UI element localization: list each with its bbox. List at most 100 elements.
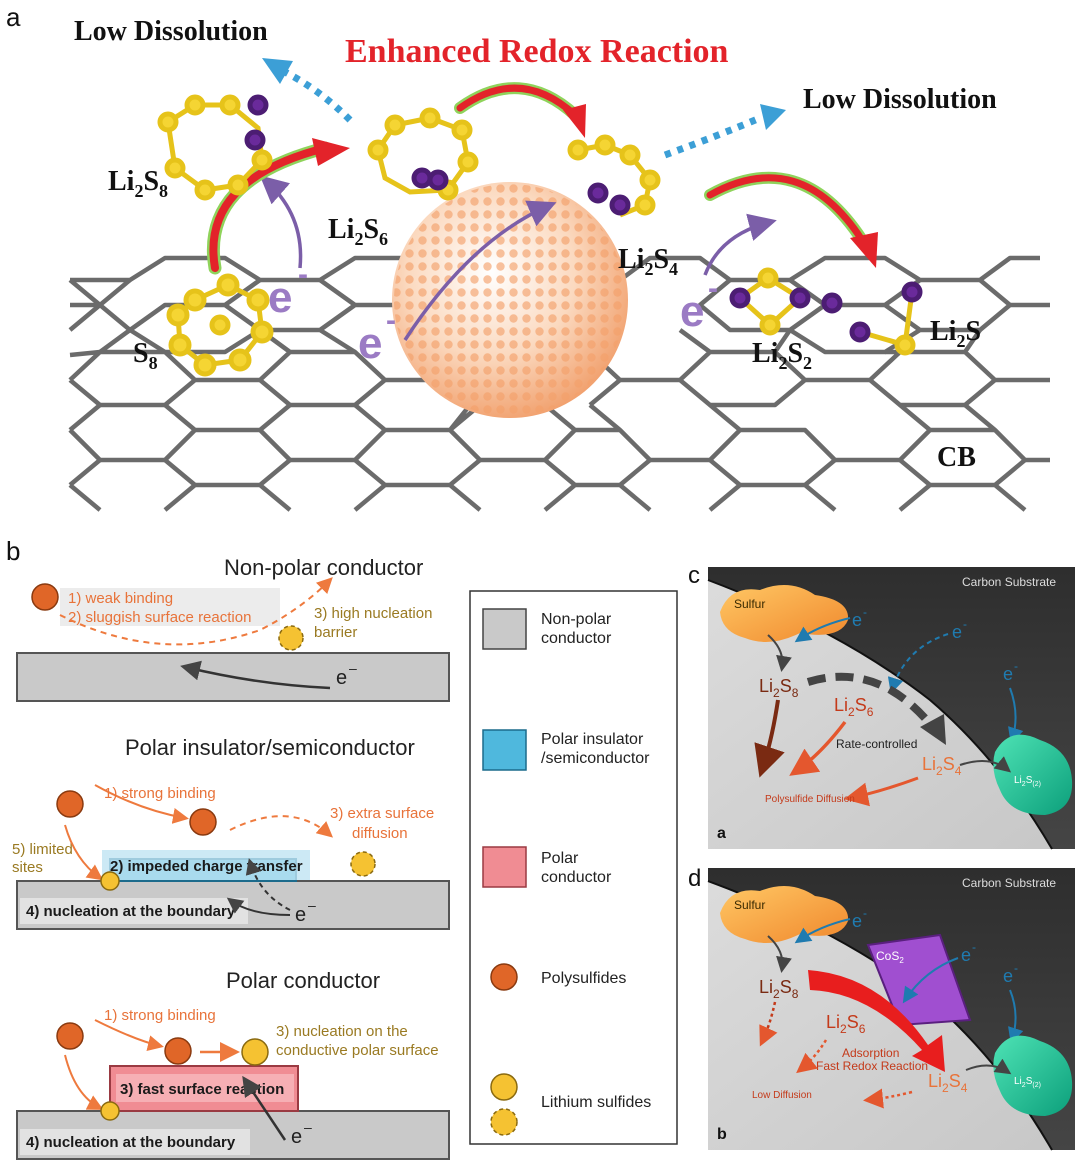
pi-nucleation-box (20, 898, 248, 924)
c-e3-sup: - (1014, 659, 1018, 673)
np-e: e (336, 667, 347, 689)
electron-label-2: e (358, 319, 382, 368)
pc-fast-box (116, 1074, 294, 1102)
li2s6-molecule (367, 107, 479, 201)
legend-swatch-polar-cond (482, 846, 527, 888)
pc-lis-top (241, 1038, 269, 1066)
c-rate-arrowhead (920, 714, 946, 745)
d-diff-arrow-1 (759, 1001, 778, 1047)
legend-polar-cond-a: Polar (541, 850, 579, 867)
label-li2s6: Li2S6 (328, 214, 388, 249)
pi-electron-arrow-2 (226, 897, 291, 916)
li2s4-molecule (567, 134, 661, 218)
panel-b: b Non-polar conductor 1) weak binding 2)… (6, 536, 678, 1160)
panel-b-letter: b (6, 536, 20, 566)
np-title: Non-polar conductor (224, 555, 423, 580)
np-highlight (60, 588, 280, 626)
li2s8-molecule (157, 94, 273, 201)
electron-arrows (259, 175, 777, 341)
panel-c-carbon (708, 567, 1075, 849)
d-big-red-arrow (808, 970, 945, 1072)
panel-d: d Carbon Substrate Sulfur e - CoS2 e - e… (688, 865, 1075, 1151)
d-e3-sup: - (1014, 961, 1018, 975)
c-sulfur-blob (720, 585, 849, 642)
low-dissolution-right: Low Dissolution (803, 84, 997, 115)
legend-lithium-sulfides: Lithium sulfides (541, 1094, 651, 1111)
label-li2s4: Li2S4 (618, 244, 678, 279)
d-e2-arrow (902, 957, 959, 1004)
legend-polar-ins-b: /semiconductor (541, 750, 650, 767)
electron-label-2-sup: - (386, 304, 396, 337)
legend-lis-dot-dashed (490, 1108, 518, 1136)
dissolution-arrows (262, 58, 786, 159)
d-low-diffusion: Low Diffusion (752, 1090, 812, 1101)
low-dissolution-left: Low Dissolution (74, 16, 268, 47)
np-polysulfide (31, 583, 59, 611)
d-cos2 (866, 933, 972, 1027)
d-substrate: Carbon Substrate (962, 876, 1056, 890)
s8-molecule (166, 273, 274, 377)
pi-strong-binding: 1) strong binding (104, 785, 216, 802)
pi-limited-arrow (64, 824, 104, 881)
pc-boundary-arrow (64, 1054, 104, 1110)
pi-polysulfide-2 (189, 808, 217, 836)
label-li2s: Li2S (930, 316, 981, 351)
c-e1: e (852, 610, 862, 630)
pi-impeded-box (102, 850, 310, 880)
d-li2s4: Li2S4 (928, 1071, 968, 1095)
pi-extra-surface: 3) extra surface (330, 805, 434, 822)
legend-swatch-nonpolar (482, 608, 527, 650)
c-sub-letter: a (717, 825, 726, 842)
electron-label-3-sup: - (708, 272, 718, 305)
c-e1-sup: - (863, 605, 867, 619)
legend-swatch-polar-ins (482, 729, 527, 771)
legend-nonpolar-b: conductor (541, 630, 612, 647)
panel-c-letter: c (688, 562, 700, 589)
np-electron-arrow (180, 660, 331, 690)
c-li2s8: Li2S8 (759, 676, 799, 700)
c-e3: e (1003, 664, 1013, 684)
panel-a: a e - e (6, 2, 1050, 512)
d-sub-letter: b (717, 1126, 727, 1143)
pi-e-sup: – (308, 897, 316, 913)
pc-electron-arrow (242, 1075, 287, 1141)
c-to-green-arrow (959, 756, 1012, 773)
panel-d-letter: d (688, 865, 701, 892)
carbon-lattice (68, 255, 1050, 512)
pc-nucleation-box (20, 1129, 250, 1155)
pc-e: e (291, 1126, 302, 1148)
d-adsorption: Adsorption (842, 1046, 899, 1060)
legend-polar-cond-b: conductor (541, 869, 612, 886)
c-diff-arrow-3 (844, 776, 919, 807)
d-to-green-arrow (965, 1058, 1012, 1075)
pi-lis-dashed (350, 851, 376, 877)
d-diff-arrow-2 (796, 1039, 828, 1074)
c-e2: e (952, 622, 962, 642)
d-e2-sup: - (972, 940, 976, 954)
c-diff-arrow-2 (789, 720, 847, 776)
c-rate-arrow (806, 672, 939, 733)
species-labels: Li2S8 Li2S6 Li2S4 S8 Li2S2 Li2S CB (108, 166, 981, 473)
d-e1: e (852, 911, 862, 931)
pc-polysulfide-1 (56, 1022, 84, 1050)
np-sluggish: 2) sluggish surface reaction (68, 609, 251, 626)
pi-extra-arrow (229, 815, 334, 838)
d-e3: e (1003, 966, 1013, 986)
electron-label-1: e (268, 273, 292, 322)
legend-nonpolar-a: Non-polar (541, 611, 612, 628)
label-li2s8: Li2S8 (108, 166, 168, 201)
d-li2s8: Li2S8 (759, 977, 799, 1001)
d-fast: Fast Redox Reaction (816, 1059, 928, 1073)
pc-fast-reaction: 3) fast surface reaction (120, 1081, 284, 1098)
pi-nucleation: 4) nucleation at the boundary (26, 903, 236, 920)
np-high-nucleation: 3) high nucleation (314, 605, 432, 622)
pi-impeded: 2) impeded charge transfer (110, 858, 303, 875)
pi-title: Polar insulator/semiconductor (125, 735, 415, 760)
d-e1-arrow (794, 918, 851, 944)
pi-polysulfide-1 (56, 790, 84, 818)
label-s8: S8 (133, 338, 158, 373)
c-diffusion: Polysulfide Diffusion (765, 794, 855, 805)
d-li2s6: Li2S6 (826, 1012, 866, 1036)
pc-nucleation-conductive: 3) nucleation on the (276, 1023, 408, 1040)
pi-limited: 5) limited (12, 841, 73, 858)
